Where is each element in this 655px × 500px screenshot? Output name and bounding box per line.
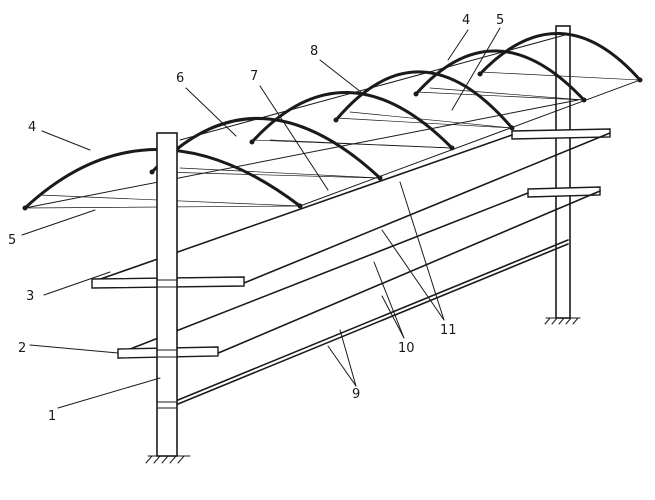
wire-9-edge (177, 239, 569, 401)
label-8: 8 (310, 44, 318, 59)
label-2: 2 (18, 341, 26, 356)
label-1: 1 (48, 409, 56, 424)
arch-2 (150, 117, 382, 180)
roof-longitudinals (24, 34, 641, 209)
labels: 1 2 3 4 5 6 7 8 4 5 9 10 11 (8, 13, 504, 424)
back-post (555, 25, 571, 319)
roof-eave-front (24, 99, 579, 209)
arches (23, 31, 642, 210)
arch-4 (334, 70, 514, 130)
label-4b: 4 (462, 13, 470, 28)
label-5a: 5 (8, 233, 16, 248)
label-11: 11 (440, 323, 457, 338)
label-5b: 5 (496, 13, 504, 28)
label-9: 9 (352, 387, 360, 402)
arch-3 (250, 91, 454, 150)
label-6: 6 (176, 71, 184, 86)
arch-6 (478, 31, 642, 82)
wire-9 (177, 243, 569, 405)
wire-10-back (215, 190, 601, 355)
arch-5 (414, 49, 586, 102)
label-10: 10 (398, 341, 415, 356)
ground-hatch-back (544, 317, 581, 325)
front-post (156, 132, 178, 457)
post-collars (156, 279, 178, 409)
arch-knots (22, 71, 643, 211)
wire-11-back (243, 132, 611, 284)
wire-10-front (119, 192, 529, 354)
label-7: 7 (250, 69, 258, 84)
label-4a: 4 (28, 120, 36, 135)
back-crossbar-lower (527, 186, 601, 198)
label-3: 3 (26, 289, 34, 304)
ground-hatch-front (145, 455, 191, 464)
leader-lines (21, 27, 501, 409)
back-crossbar-top (511, 128, 611, 140)
